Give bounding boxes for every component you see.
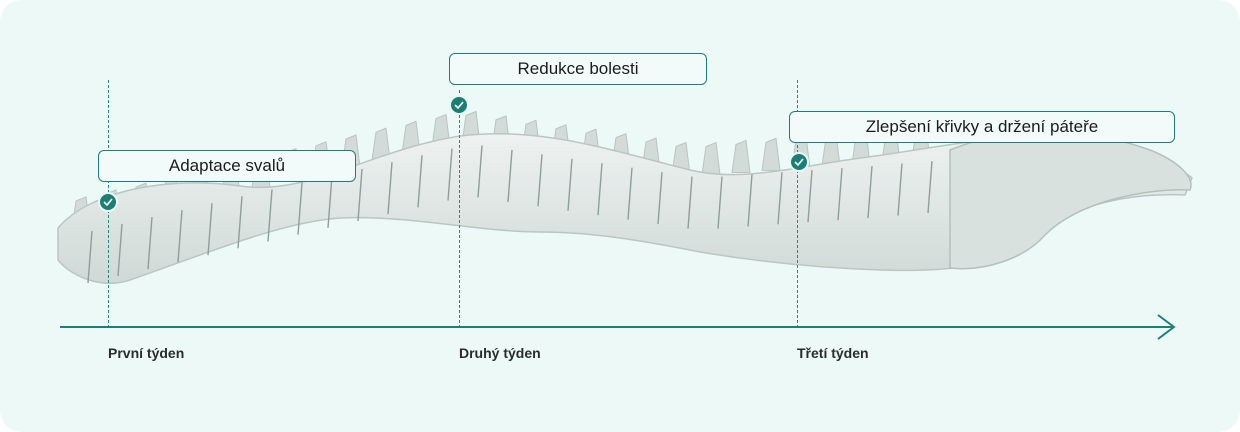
milestone-title: Zlepšení křivky a držení páteře	[865, 117, 1099, 136]
week-label: Druhý týden	[459, 345, 541, 361]
check-icon	[789, 152, 809, 172]
milestone-title: Redukce bolesti	[517, 59, 639, 78]
week-label: Třetí týden	[797, 345, 869, 361]
milestone-title: Adaptace svalů	[168, 156, 286, 175]
check-icon	[98, 192, 118, 212]
week-label: První týden	[108, 345, 185, 361]
milestone-card-1: Adaptace svalů	[98, 150, 356, 182]
arrow-right-icon	[1157, 314, 1176, 340]
guide-line-week-2	[459, 90, 460, 328]
milestone-card-2: Redukce bolesti	[449, 53, 707, 85]
milestone-card-3: Zlepšení křivky a držení páteře	[789, 111, 1175, 143]
guide-line-week-3	[797, 80, 798, 328]
check-icon	[449, 95, 469, 115]
